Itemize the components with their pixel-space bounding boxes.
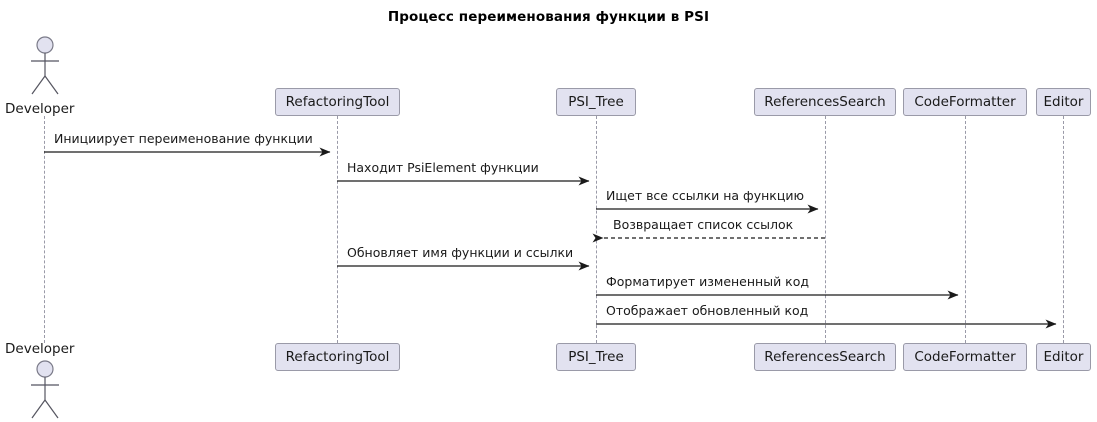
participant-box-psi-tree-top[interactable]: PSI_Tree [556,88,636,116]
participant-label-codeformatter-bottom: CodeFormatter [914,349,1016,365]
participant-box-referencessearch-top[interactable]: ReferencesSearch [754,88,896,116]
participant-box-psi-tree-bottom[interactable]: PSI_Tree [556,343,636,371]
participant-label-editor-bottom: Editor [1043,349,1084,365]
participant-box-refactoringtool-top[interactable]: RefactoringTool [275,88,400,116]
lifeline-referencessearch [825,116,826,343]
message-label-7: Отображает обновленный код [606,303,809,318]
participant-label-editor: Editor [1043,94,1084,110]
message-label-4: Возвращает список ссылок [613,217,794,232]
participant-label-codeformatter: CodeFormatter [914,94,1016,110]
lifeline-refactoringtool [337,116,338,343]
participant-box-editor-bottom[interactable]: Editor [1036,343,1091,371]
lifeline-psi-tree [596,116,597,343]
participant-box-refactoringtool-bottom[interactable]: RefactoringTool [275,343,400,371]
actor-figure-developer-bottom [31,360,59,419]
lifeline-editor [1063,116,1064,343]
actor-label-developer-bottom: Developer [5,341,75,357]
message-label-2: Находит PsiElement функции [347,160,539,175]
lifeline-codeformatter [965,116,966,343]
participant-box-codeformatter-top[interactable]: CodeFormatter [903,88,1027,116]
message-label-5: Обновляет имя функции и ссылки [347,245,574,260]
page-title: Процесс переименования функции в PSI [387,9,710,25]
participant-label-referencessearch-bottom: ReferencesSearch [764,349,886,365]
message-label-1: Инициирует переименование функции [54,131,313,146]
actor-figure-developer-top [31,36,59,95]
participant-label-refactoringtool-bottom: RefactoringTool [285,349,390,365]
actor-label-developer-top: Developer [5,101,75,117]
participant-label-psi-tree-bottom: PSI_Tree [568,349,624,365]
participant-box-referencessearch-bottom[interactable]: ReferencesSearch [754,343,896,371]
participant-label-psi-tree: PSI_Tree [568,94,624,110]
participant-box-codeformatter-bottom[interactable]: CodeFormatter [903,343,1027,371]
participant-label-refactoringtool: RefactoringTool [285,94,390,110]
participant-label-referencessearch: ReferencesSearch [764,94,886,110]
lifeline-developer [44,116,45,343]
message-label-6: Форматирует измененный код [606,274,810,289]
message-label-3: Ищет все ссылки на функцию [606,188,804,203]
participant-box-editor-top[interactable]: Editor [1036,88,1091,116]
